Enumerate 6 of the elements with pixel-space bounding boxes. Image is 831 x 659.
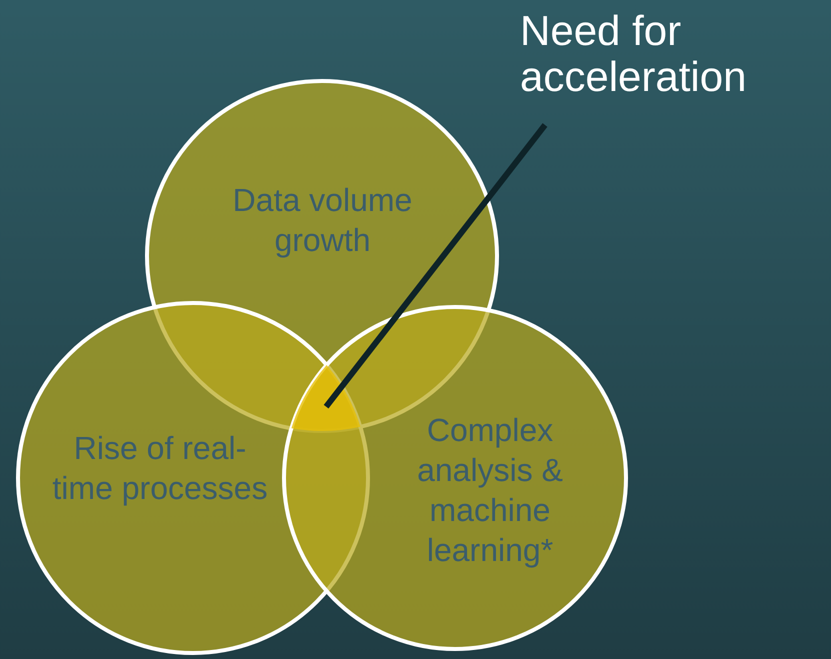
circle-label: Complex analysis & machine learning* bbox=[416, 411, 564, 570]
leader-line bbox=[324, 123, 548, 409]
circle-label: Rise of real-time processes bbox=[51, 429, 269, 508]
callout-text: Need for acceleration bbox=[520, 8, 830, 100]
overlap-region bbox=[291, 365, 360, 431]
circle-label: Data volume growth bbox=[232, 181, 414, 260]
